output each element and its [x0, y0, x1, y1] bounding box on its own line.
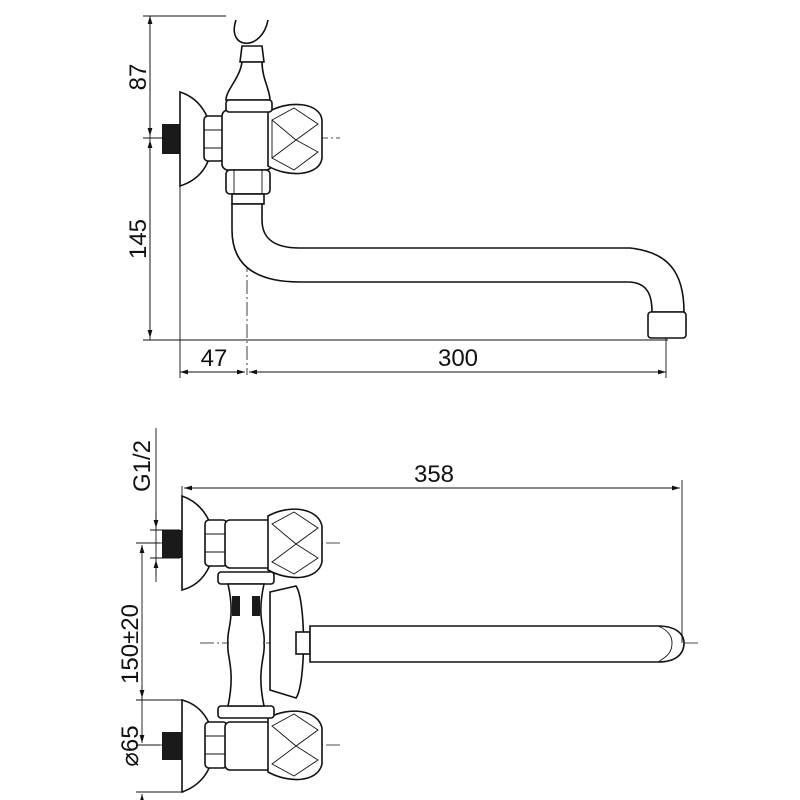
dim-300: 300 — [438, 345, 478, 372]
valve-body — [221, 109, 273, 171]
lower-wall-thread — [162, 732, 182, 760]
dim-145: 145 — [125, 219, 152, 259]
spout — [231, 203, 685, 313]
aerator — [647, 311, 687, 339]
hex-nut — [203, 115, 225, 162]
shower-holder — [233, 19, 269, 44]
spout-nut — [225, 169, 271, 195]
dim-47: 47 — [201, 345, 228, 372]
wall-thread — [162, 124, 180, 154]
dim-65: ⌀65 — [117, 725, 144, 766]
front-view: 358 G1/2 150±20 ⌀65 — [117, 428, 700, 800]
upper-wall-thread — [162, 530, 182, 558]
lower-valve-body — [224, 721, 274, 771]
dim-87: 87 — [125, 64, 152, 91]
dim-150: 150±20 — [117, 604, 144, 684]
upper-valve-body — [224, 519, 274, 569]
dim-g1-2: G1/2 — [129, 440, 156, 492]
side-elevation-view: 87 145 47 300 — [125, 15, 687, 378]
dim-358: 358 — [414, 461, 454, 488]
long-spout — [309, 625, 685, 663]
